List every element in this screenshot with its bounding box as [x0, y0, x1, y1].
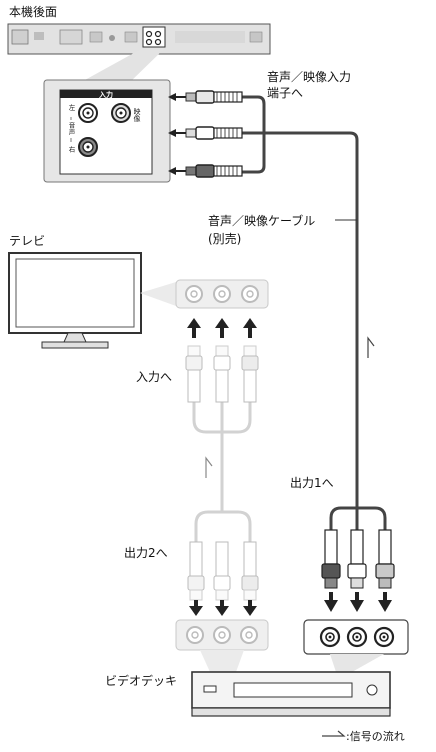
- panel-right-label: 右: [67, 145, 75, 154]
- panel-audio-label: 音声: [67, 121, 75, 137]
- cable-label: 音声／映像ケーブル: [208, 214, 316, 228]
- tv-arrows: [187, 318, 257, 338]
- av-cable-gray: [192, 402, 252, 542]
- tv-plugs: [185, 345, 259, 403]
- vcr-output1-jacks: [303, 619, 409, 655]
- tv-callout: [140, 282, 176, 306]
- vcr-callout-2: [200, 650, 244, 672]
- av-cable-dark-lower: [329, 506, 387, 530]
- tv-input-jacks: [175, 279, 269, 309]
- player-rear-panel: [7, 23, 271, 55]
- vcr-arrows: [189, 592, 392, 616]
- signal-flow-arrow-1: [367, 336, 375, 358]
- signal-flow-arrow-2: [205, 456, 213, 478]
- cable-label-2: (別売): [208, 232, 242, 246]
- av-input-label: 音声／映像入力: [267, 70, 352, 84]
- panel-title: 入力: [98, 90, 113, 99]
- to-output2-label: 出力2へ: [124, 546, 168, 560]
- vcr-out2-plugs: [187, 541, 259, 601]
- av-cable-dark: [242, 95, 359, 520]
- jack-panel-zoom: 入力 映像 左 音声 右: [43, 79, 171, 183]
- legend-label: :信号の流れ: [346, 730, 405, 743]
- av-input-label-2: 端子へ: [267, 86, 304, 100]
- zoom-callout: [74, 48, 165, 86]
- vcr-label: ビデオデッキ: [105, 674, 178, 688]
- to-input-label: 入力へ: [136, 370, 173, 384]
- tv-illustration: [8, 252, 142, 349]
- rear-panel-label: 本機後面: [9, 5, 58, 19]
- vcr-illustration: [191, 671, 391, 717]
- panel-left-label: 左: [67, 103, 75, 111]
- vcr-output2-jacks: [175, 619, 269, 651]
- vcr-out1-plugs: [321, 529, 395, 589]
- tv-label: テレビ: [9, 234, 46, 248]
- vcr-callout-1: [330, 654, 384, 672]
- legend-arrow: [322, 730, 346, 737]
- panel-video-label: 映像: [133, 107, 141, 122]
- to-output1-label: 出力1へ: [290, 476, 334, 490]
- player-plugs: [168, 90, 243, 178]
